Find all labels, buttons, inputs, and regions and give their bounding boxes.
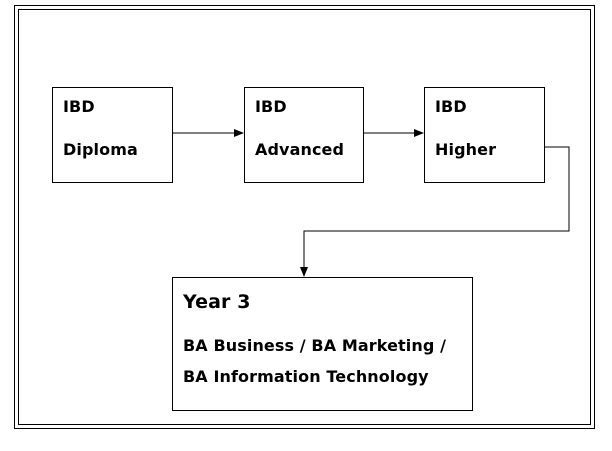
year-3-title: Year 3 [183,291,251,313]
ibd-advanced-label-line1: IBD [255,97,287,116]
ibd-diploma-box: IBD Diploma [52,87,173,183]
ibd-diploma-label-line1: IBD [63,97,95,116]
ibd-diploma-label-line2: Diploma [63,140,138,159]
year-3-box: Year 3 BA Business / BA Marketing / BA I… [172,277,473,411]
ibd-higher-label-line1: IBD [435,97,467,116]
outer-border [14,5,595,429]
arrow-higher-to-year3 [300,146,570,277]
ibd-advanced-box: IBD Advanced [244,87,364,183]
ibd-advanced-label-line2: Advanced [255,140,345,159]
year-3-degrees-line2: BA Information Technology [183,367,429,386]
ibd-higher-label-line2: Higher [435,140,497,159]
year-3-degrees-line1: BA Business / BA Marketing / [183,336,447,355]
inner-border [18,9,591,425]
ibd-higher-box: IBD Higher [424,87,545,183]
